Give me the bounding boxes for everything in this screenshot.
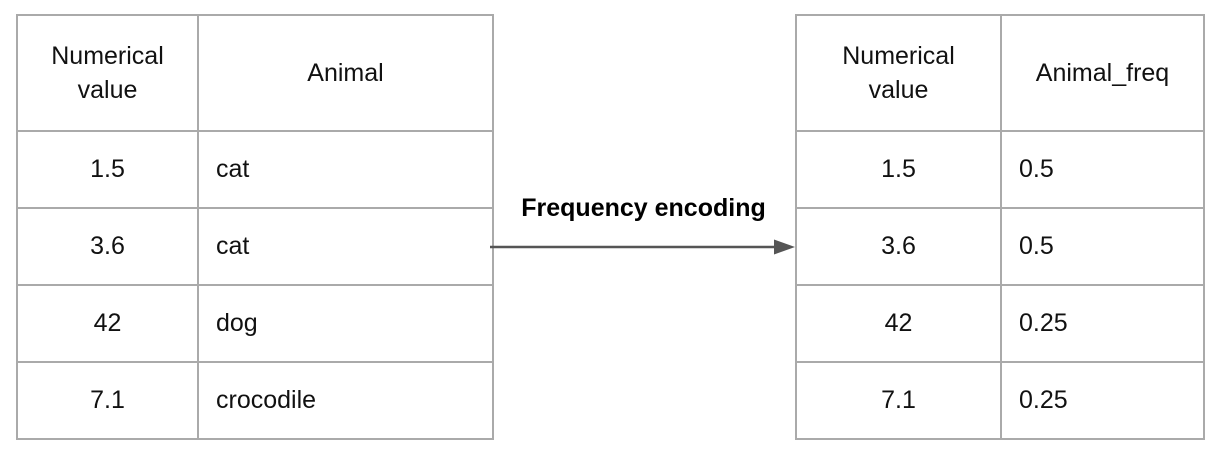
frequency-encoding-label: Frequency encoding [521, 194, 766, 222]
table-header-row: Numerical value Animal [16, 14, 494, 132]
numeric-cell: 42 [795, 284, 1002, 363]
header-cell-numerical-value: Numerical value [795, 14, 1002, 132]
animal-cell: cat [197, 207, 494, 286]
freq-cell: 0.5 [1000, 130, 1205, 209]
freq-cell: 0.5 [1000, 207, 1205, 286]
arrow-right-icon [490, 239, 795, 255]
header-cell-animal-freq: Animal_freq [1000, 14, 1205, 132]
left-table: Numerical value Animal 1.5 cat 3.6 cat 4… [16, 14, 494, 440]
numeric-cell: 7.1 [795, 361, 1002, 440]
table-row: 1.5 0.5 [795, 130, 1205, 209]
table-header-row: Numerical value Animal_freq [795, 14, 1205, 132]
numeric-cell: 1.5 [795, 130, 1002, 209]
numeric-cell: 3.6 [16, 207, 199, 286]
header-cell-animal: Animal [197, 14, 494, 132]
table-row: 42 0.25 [795, 284, 1205, 363]
numeric-cell: 7.1 [16, 361, 199, 440]
numeric-cell: 1.5 [16, 130, 199, 209]
animal-cell: dog [197, 284, 494, 363]
header-cell-numerical-value: Numerical value [16, 14, 199, 132]
right-table: Numerical value Animal_freq 1.5 0.5 3.6 … [795, 14, 1205, 440]
numeric-cell: 3.6 [795, 207, 1002, 286]
table-row: 7.1 0.25 [795, 361, 1205, 440]
numeric-cell: 42 [16, 284, 199, 363]
table-row: 3.6 cat [16, 207, 494, 286]
freq-cell: 0.25 [1000, 361, 1205, 440]
table-row: 7.1 crocodile [16, 361, 494, 440]
table-row: 1.5 cat [16, 130, 494, 209]
animal-cell: crocodile [197, 361, 494, 440]
freq-cell: 0.25 [1000, 284, 1205, 363]
table-row: 3.6 0.5 [795, 207, 1205, 286]
animal-cell: cat [197, 130, 494, 209]
table-row: 42 dog [16, 284, 494, 363]
